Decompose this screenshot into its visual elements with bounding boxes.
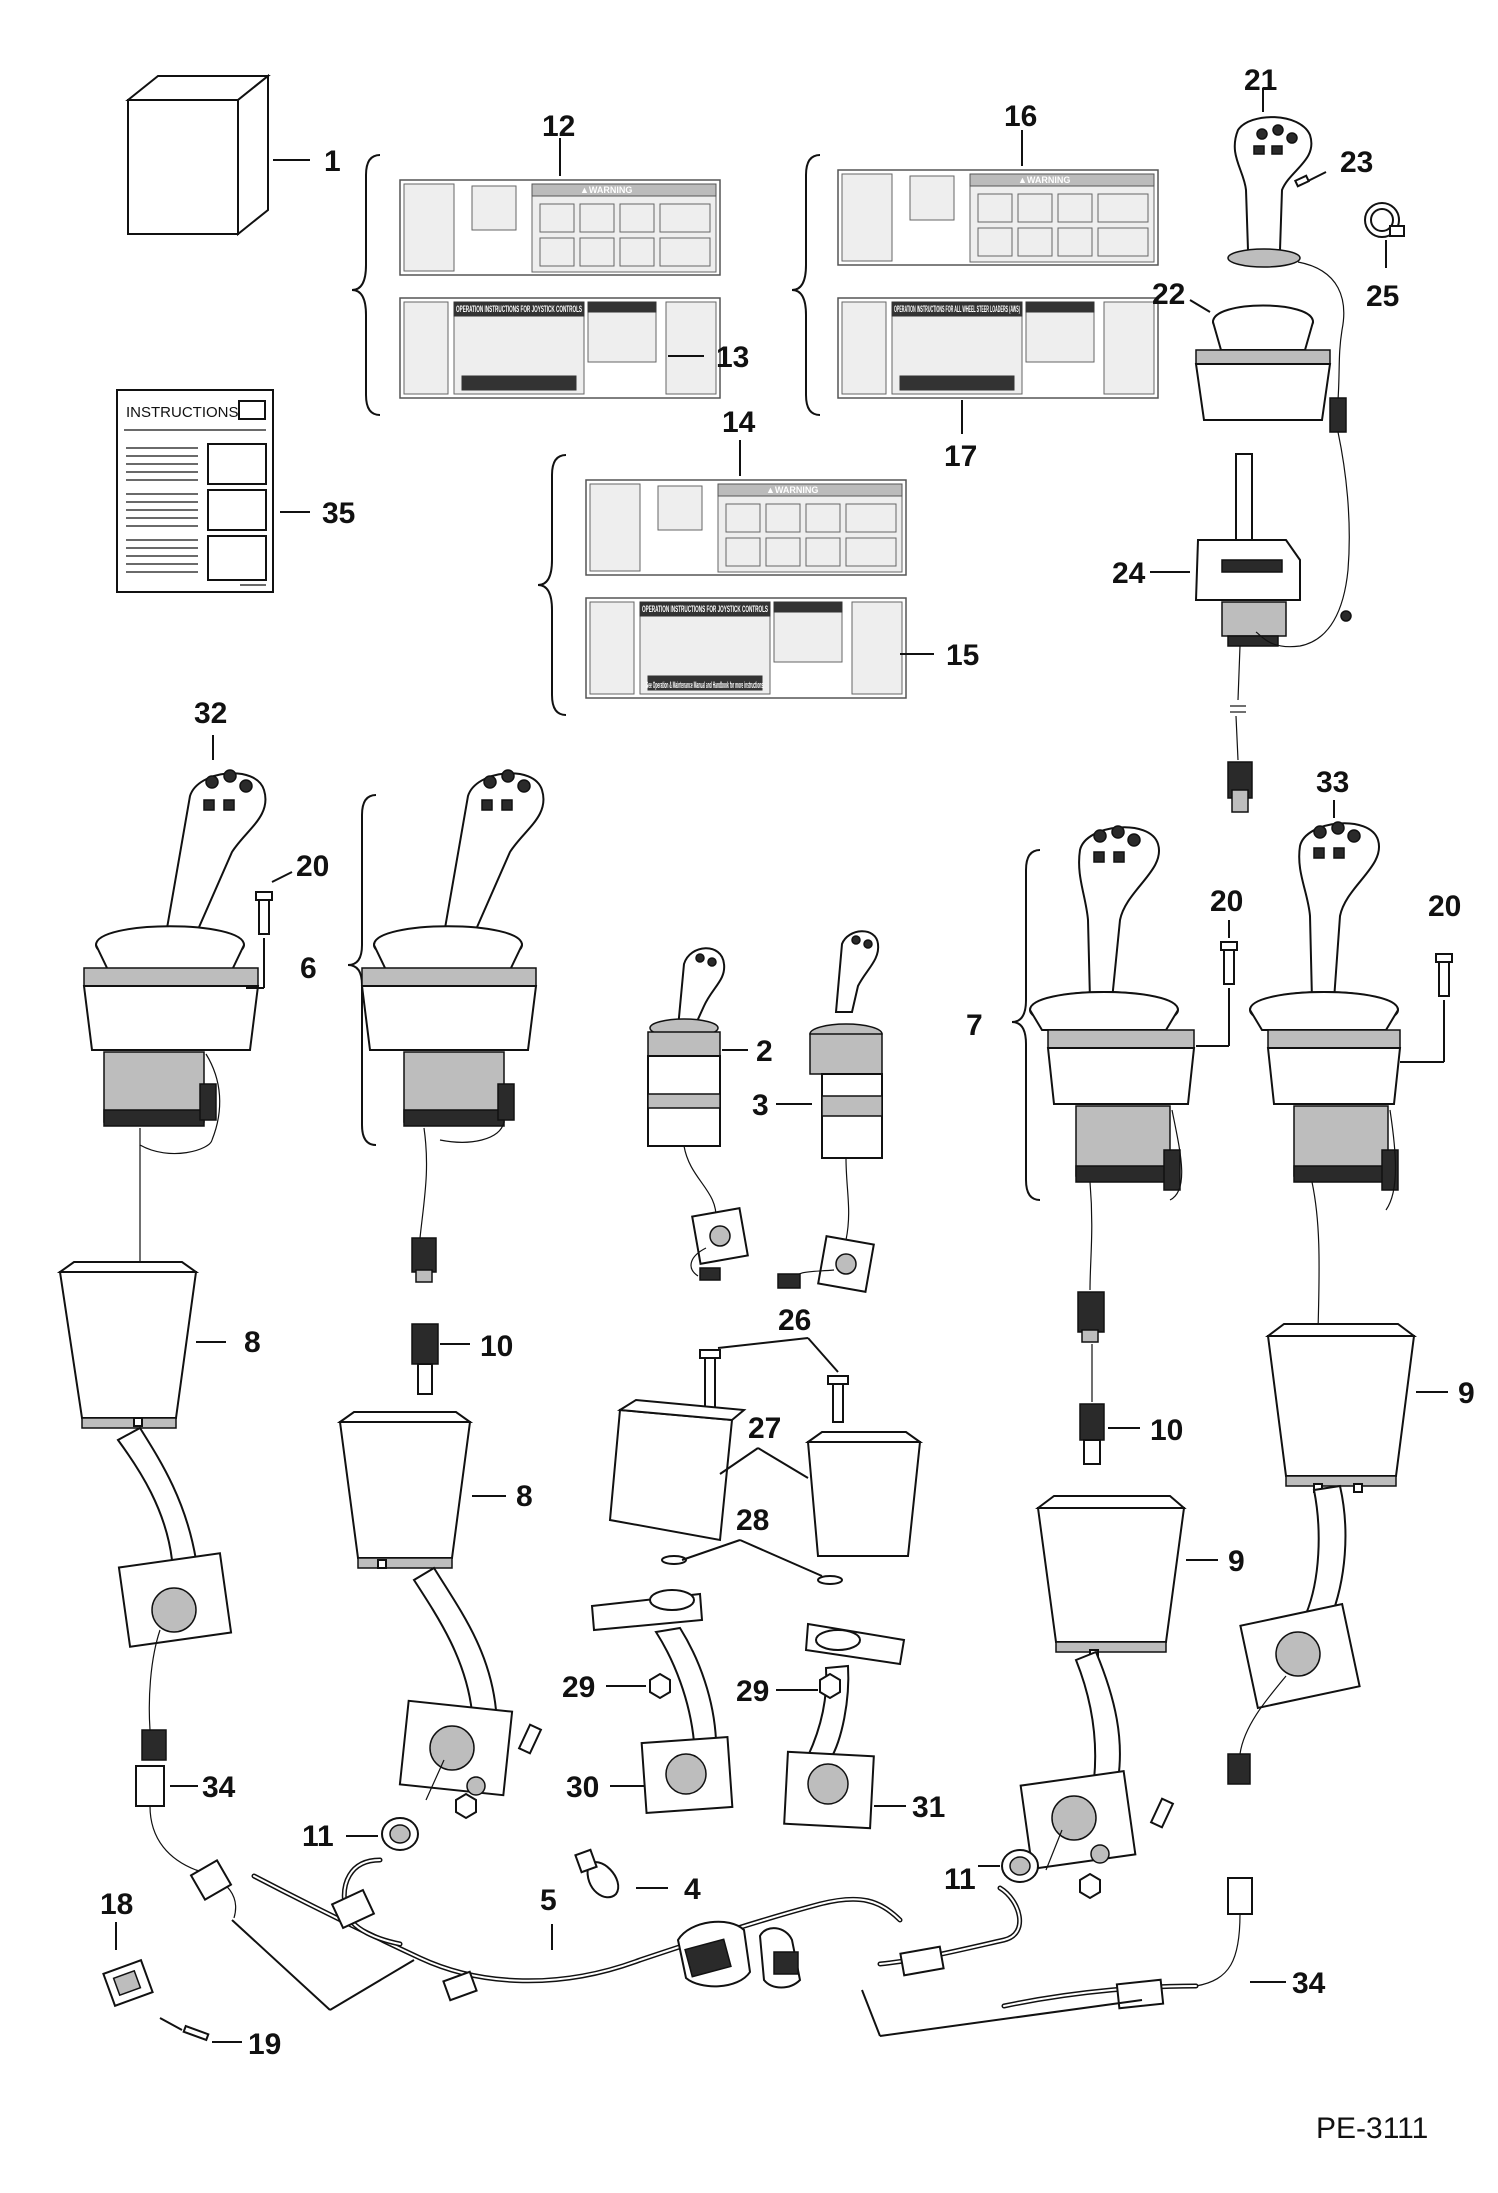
callout-20-left: 20 (296, 850, 329, 883)
callout-23: 23 (1340, 146, 1373, 179)
joystick-3: 3 (752, 930, 883, 1293)
callout-10-right: 10 (1150, 1414, 1183, 1447)
callout-29-left: 29 (562, 1671, 595, 1704)
callout-18: 18 (100, 1888, 133, 1921)
joystick-32: 32 20 (82, 697, 329, 1270)
callout-14: 14 (722, 406, 756, 439)
boot-9-right-assembly: 9 34 (1195, 1323, 1475, 2000)
callout-19: 19 (248, 2028, 281, 2061)
joystick-33: 33 20 (1248, 766, 1461, 1331)
callout-31: 31 (912, 1791, 945, 1824)
joystick-2: 2 (647, 947, 773, 1281)
callout-3: 3 (752, 1089, 769, 1122)
callout-24: 24 (1112, 557, 1146, 590)
part-5-harness: 5 (231, 1857, 1199, 2037)
figure-reference: PE-3111 (1316, 2112, 1428, 2145)
callout-11-left: 11 (302, 1820, 334, 1853)
joystick-6: 6 (300, 769, 545, 1283)
callout-25: 25 (1366, 280, 1399, 313)
part-11-left-grommet: 11 (302, 1817, 419, 1853)
decal-kit-14-15: ▲WARNING OPERATION INSTRUCTIONS FOR JOYS… (537, 406, 979, 716)
callout-34-left: 34 (202, 1771, 236, 1804)
callout-8-center: 8 (516, 1480, 533, 1513)
boot-8-center-assembly: 10 8 (336, 1323, 543, 1820)
part-11-right-grommet: 11 (944, 1849, 1039, 1896)
boot-8-left-assembly: 8 34 (56, 1261, 261, 1919)
callout-16: 16 (1004, 100, 1037, 133)
callout-35: 35 (322, 497, 355, 530)
decal-15-manual-note: See Operation & Maintenance Manual and H… (646, 680, 764, 690)
joystick-assembly-21-24: 23 21 22 24 (1112, 64, 1373, 813)
instructions-title: INSTRUCTIONS (126, 404, 239, 421)
callout-27: 27 (748, 1412, 781, 1445)
boot-9-center-assembly: 10 9 (1019, 1344, 1245, 1900)
callout-1: 1 (324, 145, 341, 178)
decal-16-warning: ▲WARNING (1018, 175, 1070, 185)
decal-kit-12-13: ▲WARNING OPERATION INSTRUCTIONS FOR JOYS… (351, 110, 749, 416)
part-4-tie: 4 (574, 1848, 701, 1906)
decal-13-heading: OPERATION INSTRUCTIONS FOR JOYSTICK CONT… (456, 304, 582, 314)
callout-9-right: 9 (1458, 1377, 1475, 1410)
callout-29-right: 29 (736, 1675, 769, 1708)
part-19-pin: 19 (159, 2017, 281, 2061)
callout-28: 28 (736, 1504, 769, 1537)
callout-21: 21 (1244, 64, 1277, 97)
callout-11-right: 11 (944, 1863, 976, 1896)
part-25-tie: 25 (1364, 202, 1405, 313)
callout-15: 15 (946, 639, 979, 672)
callout-34-right: 34 (1292, 1967, 1326, 2000)
callout-20-right: 20 (1428, 890, 1461, 923)
callout-8-left: 8 (244, 1326, 261, 1359)
callout-33: 33 (1316, 766, 1349, 799)
decal-15-heading: OPERATION INSTRUCTIONS FOR JOYSTICK CONT… (642, 604, 768, 614)
callout-13: 13 (716, 341, 749, 374)
part-18-connector: 18 (100, 1888, 154, 2008)
callout-6: 6 (300, 952, 317, 985)
decal-17-heading: OPERATION INSTRUCTIONS FOR ALL WHEEL STE… (894, 304, 1020, 314)
boots-26-31-assembly: 26 27 28 29 30 29 31 (562, 1304, 945, 1830)
callout-2: 2 (756, 1035, 773, 1068)
callout-22: 22 (1152, 278, 1185, 311)
part-35-instructions: INSTRUCTIONS 35 (116, 389, 355, 593)
callout-20-mid: 20 (1210, 885, 1243, 918)
callout-7: 7 (966, 1009, 983, 1042)
decal-kit-16-17: ▲WARNING OPERATION INSTRUCTIONS FOR ALL … (791, 100, 1159, 473)
callout-17: 17 (944, 440, 977, 473)
callout-9-center: 9 (1228, 1545, 1245, 1578)
part-1-box: 1 (125, 73, 341, 237)
joystick-7: 7 20 (966, 825, 1243, 1343)
callout-30: 30 (566, 1771, 599, 1804)
callout-32: 32 (194, 697, 227, 730)
callout-5: 5 (540, 1884, 557, 1917)
decal-14-warning: ▲WARNING (766, 485, 818, 495)
callout-4: 4 (684, 1873, 701, 1906)
callout-26: 26 (778, 1304, 811, 1337)
callout-10-left: 10 (480, 1330, 513, 1363)
callout-12: 12 (542, 110, 575, 143)
decal-12-warning: ▲WARNING (580, 185, 632, 195)
